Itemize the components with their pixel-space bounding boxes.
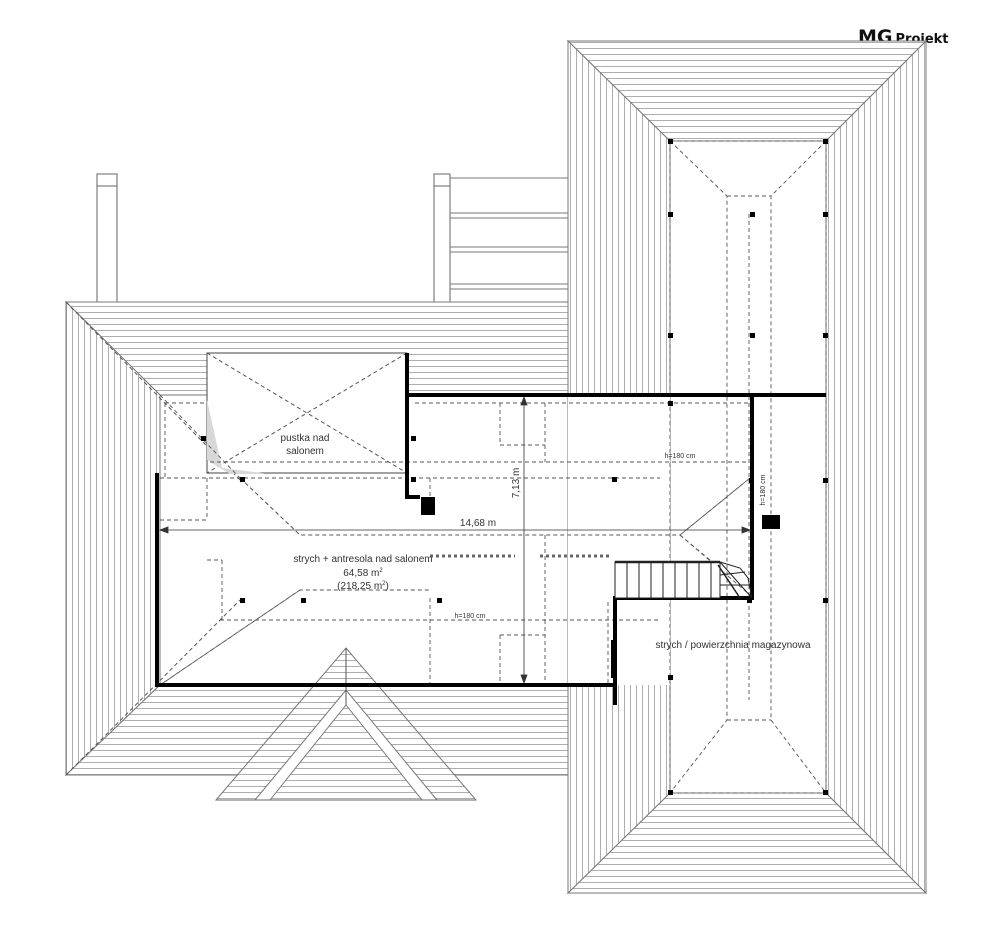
storage-label: strych / powierzchnia magazynowa [655,640,811,651]
void-label-line1: pustka nad [281,433,330,444]
headroom-label-right: h=180 cm [760,474,767,505]
dimension-width: 7,13 m [511,468,522,499]
headroom-label-top: h=180 cm [665,453,696,460]
void-label-line2: salonem [286,446,324,457]
chimney-right [433,173,451,303]
right-wing-structure [669,140,827,794]
dimension-lines [158,395,752,685]
chimney-left [96,173,118,303]
attic-usable-value: (218,25 m [337,581,382,592]
attic-area-text: 64,58 m2 [343,568,383,579]
posts [201,139,828,795]
attic-area-value: 64,58 m [343,568,379,579]
attic-hips [159,394,751,686]
terrace-boards [450,177,568,290]
void-area [206,352,408,474]
headroom-label-bottom: h=180 cm [455,613,486,620]
vent-block [762,515,780,529]
walls [155,353,826,705]
dimension-length: 14,68 m [460,518,496,529]
labels: pustka nad salonem strych + antresola na… [281,433,811,651]
roof-dormer [214,647,478,801]
attic-usable-sup: 2 [382,581,386,587]
attic-label-line1: strych + antresola nad salonem [293,554,432,565]
attic-usable-text: (218,25 m2) [337,581,389,592]
chimney-block [421,497,435,515]
attic-area-sup: 2 [379,568,383,574]
attic-usable-close: ) [386,581,389,592]
staircase [614,560,753,599]
